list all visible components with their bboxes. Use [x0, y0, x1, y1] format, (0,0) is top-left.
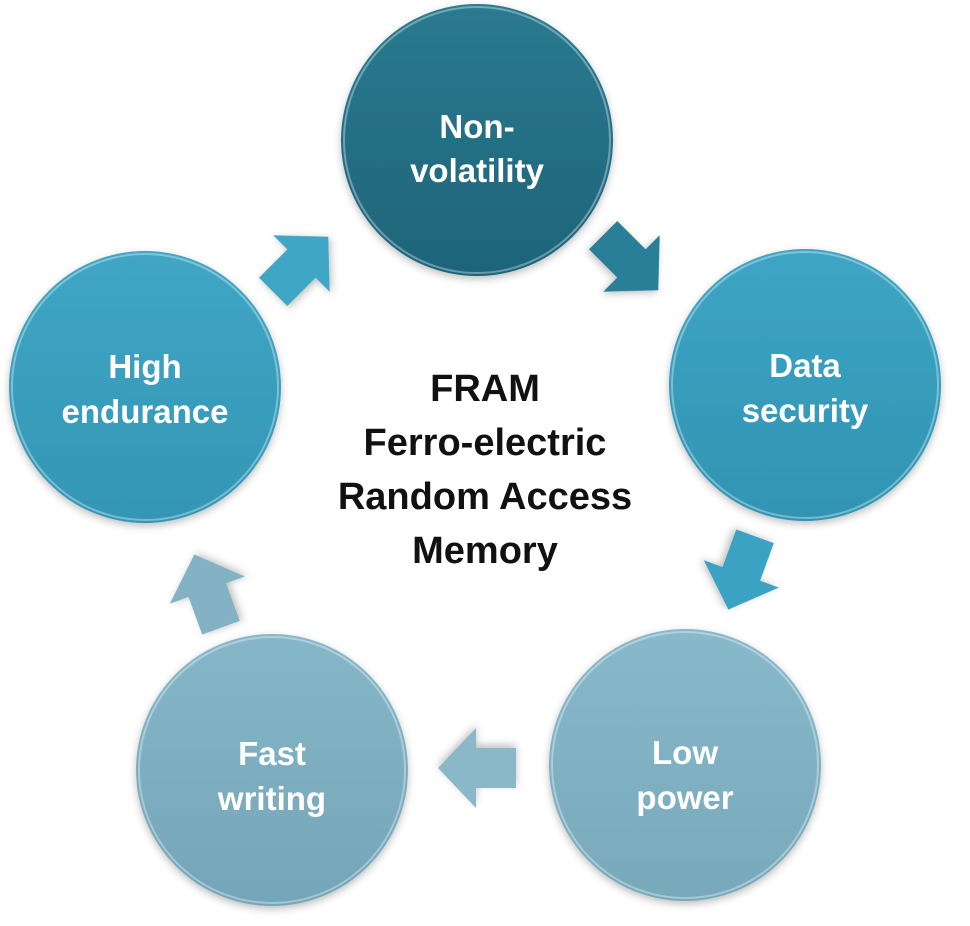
arrow-icon-high-endurance-to-non-volatility — [258, 235, 330, 307]
node-circle — [341, 4, 613, 276]
center-title: FRAM Ferro-electric Random Access Memory — [338, 368, 632, 572]
node-circle — [669, 249, 941, 521]
node-label: power — [636, 779, 733, 816]
node-label: endurance — [62, 393, 229, 430]
arrow-icon-non-volatility-to-data-security — [588, 220, 660, 292]
node-data-security: Data security — [669, 249, 941, 521]
node-label: Data — [769, 347, 841, 384]
arrow-icon-fast-writing-to-high-endurance — [169, 554, 245, 635]
node-label: volatility — [410, 152, 545, 189]
node-label: writing — [217, 780, 326, 817]
node-rim — [551, 631, 819, 899]
center-title-line: Memory — [412, 530, 558, 572]
center-title-line: Random Access — [338, 476, 632, 518]
center-title-line: Ferro-electric — [364, 422, 607, 464]
node-circle — [549, 629, 821, 901]
node-label: High — [108, 348, 181, 385]
center-title-line: FRAM — [430, 368, 540, 410]
node-rim — [138, 636, 406, 904]
node-circle — [136, 634, 408, 906]
node-fast-writing: Fast writing — [136, 634, 408, 906]
arrow-icon-low-power-to-fast-writing — [438, 728, 516, 808]
node-label: security — [742, 392, 869, 429]
node-label: Non- — [439, 108, 514, 145]
node-rim — [671, 251, 939, 519]
node-rim — [343, 6, 611, 274]
node-label: Low — [652, 734, 718, 771]
node-non-volatility: Non-volatility — [341, 4, 613, 276]
node-circle — [9, 251, 281, 523]
node-label: Fast — [238, 735, 306, 772]
node-rim — [11, 253, 279, 521]
node-high-endurance: High endurance — [9, 251, 281, 523]
arrow-icon-data-security-to-low-power — [703, 529, 779, 610]
node-low-power: Low power — [549, 629, 821, 901]
